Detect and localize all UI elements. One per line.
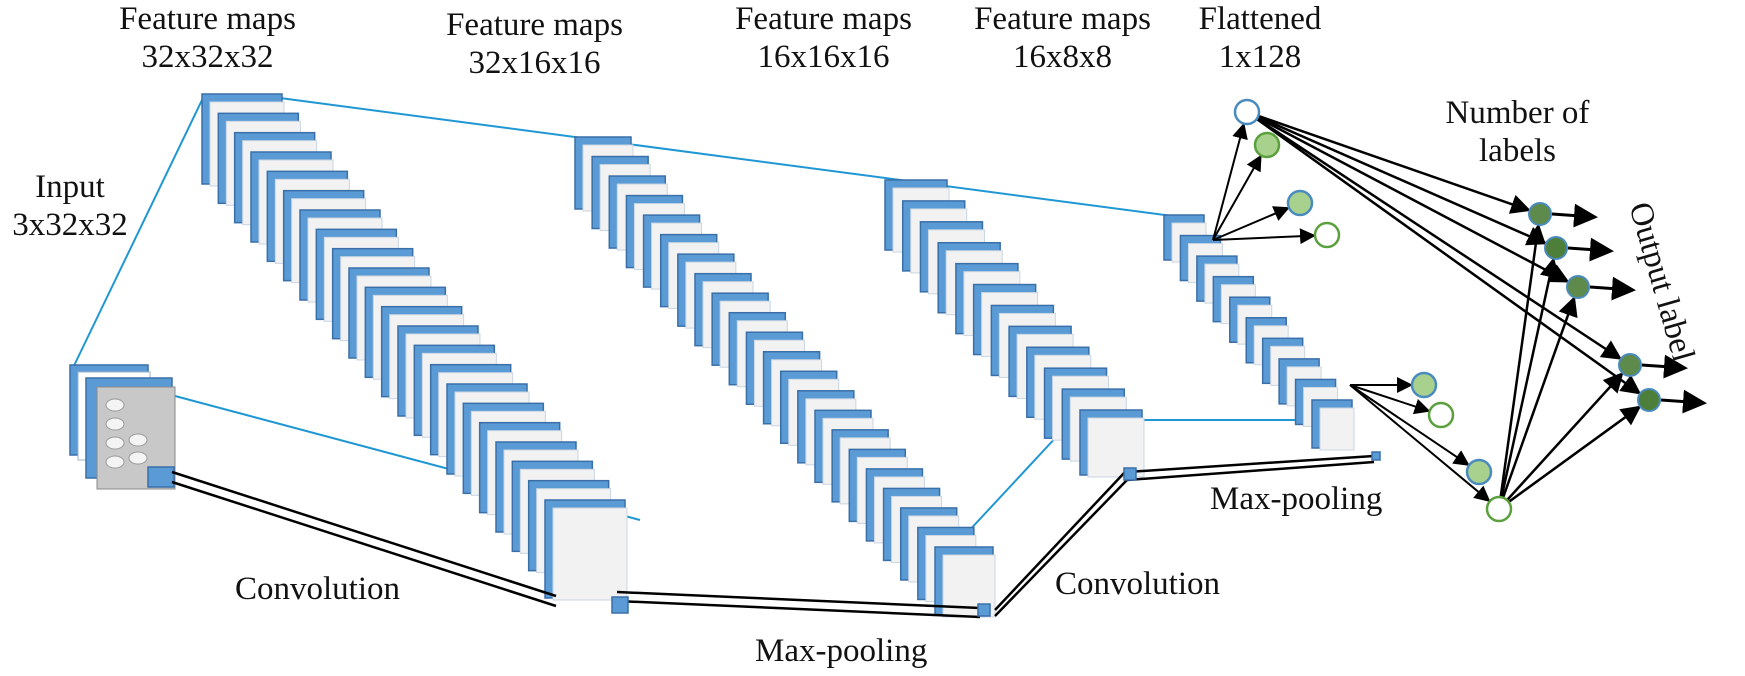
dense-connection [1257, 116, 1570, 283]
input-label: Input 3x32x32 [12, 169, 128, 243]
flatten-arrow [1212, 228, 1317, 245]
dense-connection [1500, 257, 1560, 498]
flattened-node [1465, 458, 1493, 486]
input-image [69, 364, 176, 490]
flattened-node [1485, 495, 1513, 523]
feature-maps-2-stack [574, 136, 996, 618]
dense-connection [1257, 114, 1532, 214]
feature-map-face [1319, 407, 1355, 451]
fully-connected-network [1212, 98, 1707, 523]
kernel-patch [977, 603, 991, 617]
feature-maps-1-stack [201, 93, 628, 601]
input-blob [105, 417, 125, 431]
kernel-patch [1123, 467, 1137, 481]
kernel-path-line [171, 470, 557, 598]
output-node [1637, 388, 1661, 412]
dense-connection [1506, 372, 1624, 501]
feature-map-face [1087, 417, 1145, 478]
input-blob [105, 436, 125, 450]
flatten-arrow [1349, 384, 1470, 466]
feature-map-face [552, 507, 628, 601]
flattened-node [1313, 221, 1341, 249]
dense-connection [1257, 115, 1548, 246]
input-blob [128, 451, 148, 465]
dense-connection [1507, 405, 1642, 503]
kernel-path-line [171, 480, 557, 608]
flatten-arrow [1349, 384, 1431, 415]
kernel-path-line [616, 599, 981, 619]
kernel-path-line [994, 479, 1128, 617]
feature-maps-4-stack [1163, 214, 1355, 451]
flattened-node [1286, 189, 1314, 217]
flattened-node [1253, 131, 1281, 159]
output-arrow [1551, 203, 1598, 228]
output-arrow [1567, 237, 1614, 262]
kernel-patch [611, 596, 629, 614]
flattened-node [1427, 401, 1455, 429]
projection-line [279, 97, 1196, 220]
feature-maps-2-label: Feature maps 32x16x16 [446, 7, 623, 81]
feature-maps-3-stack [884, 179, 1145, 478]
flatten-arrow [1212, 154, 1262, 241]
convolution-label-2: Convolution [1055, 566, 1221, 602]
feature-map-stacks [201, 93, 1355, 618]
kernel-path-line [1126, 460, 1375, 482]
output-node [1528, 202, 1552, 226]
input-blob [105, 398, 125, 412]
feature-maps-1-label: Feature maps 32x32x32 [119, 1, 296, 75]
kernel-path-line [616, 590, 981, 610]
input-blob [105, 455, 125, 469]
kernel-paths [171, 451, 1381, 619]
max-pooling-label-1: Max-pooling [755, 633, 928, 669]
flatten-arrow [1212, 206, 1290, 241]
max-pooling-label-2: Max-pooling [1210, 481, 1383, 517]
flatten-arrow [1212, 122, 1248, 241]
dense-connection [1256, 117, 1642, 395]
dense-connection [1256, 117, 1623, 360]
output-arrow [1641, 354, 1688, 379]
kernel-path-line [994, 471, 1126, 611]
convolution-label-1: Convolution [235, 571, 401, 607]
flatten-arrow [1349, 384, 1491, 502]
projection-line [69, 99, 203, 375]
kernel-path-line [1126, 454, 1375, 474]
flattened-node [1233, 98, 1261, 126]
number-of-labels-label: Number of labels [1445, 95, 1590, 169]
input-blob [128, 433, 148, 447]
output-node [1566, 275, 1590, 299]
dense-connection [1501, 295, 1578, 499]
feature-maps-4-label: Feature maps 16x8x8 [974, 1, 1151, 75]
dense-connection [1499, 223, 1546, 498]
output-arrow [1589, 276, 1636, 301]
output-arrow [1660, 389, 1707, 414]
output-node [1618, 353, 1642, 377]
input-kernel-patch [147, 466, 175, 488]
kernel-patch [1371, 451, 1381, 461]
flattened-label: Flattened 1x128 [1198, 1, 1322, 75]
output-node [1544, 236, 1568, 260]
feature-maps-3-label: Feature maps 16x16x16 [735, 1, 912, 75]
flattened-node [1410, 371, 1438, 399]
